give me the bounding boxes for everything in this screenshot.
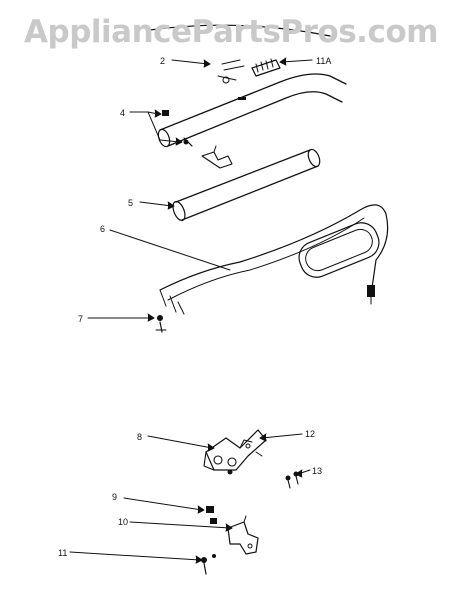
power-cord-6 <box>159 204 389 305</box>
callout-6: 6 <box>100 224 105 234</box>
bracket-10 <box>227 515 259 555</box>
callout-2: 2 <box>160 56 165 66</box>
callout-5: 5 <box>128 198 133 208</box>
top-arc <box>149 24 331 37</box>
screw-7 <box>155 315 167 333</box>
nut-9 <box>206 506 217 524</box>
nut-screw-4 <box>162 110 193 147</box>
leader-lines <box>69 57 313 564</box>
callout-7: 7 <box>78 314 83 324</box>
callout-10: 10 <box>118 517 128 527</box>
tube-clip <box>201 145 233 169</box>
cord-ends <box>159 289 185 315</box>
switch-assembly <box>217 58 281 84</box>
callout-8: 8 <box>137 432 142 442</box>
callout-11: 11 <box>58 548 67 558</box>
watermark: AppliancePartsPros.com <box>24 14 438 50</box>
callout-4: 4 <box>120 108 125 118</box>
callout-13: 13 <box>312 466 322 476</box>
lower-tube-5 <box>172 148 321 222</box>
handle-tube <box>157 73 347 148</box>
screw-11 <box>201 554 216 575</box>
callout-9: 9 <box>112 492 117 502</box>
bracket-assembly-8-12 <box>203 429 267 475</box>
callout-12: 12 <box>305 429 315 439</box>
screws-13 <box>285 471 299 489</box>
callout-11a: 11A <box>316 56 331 66</box>
